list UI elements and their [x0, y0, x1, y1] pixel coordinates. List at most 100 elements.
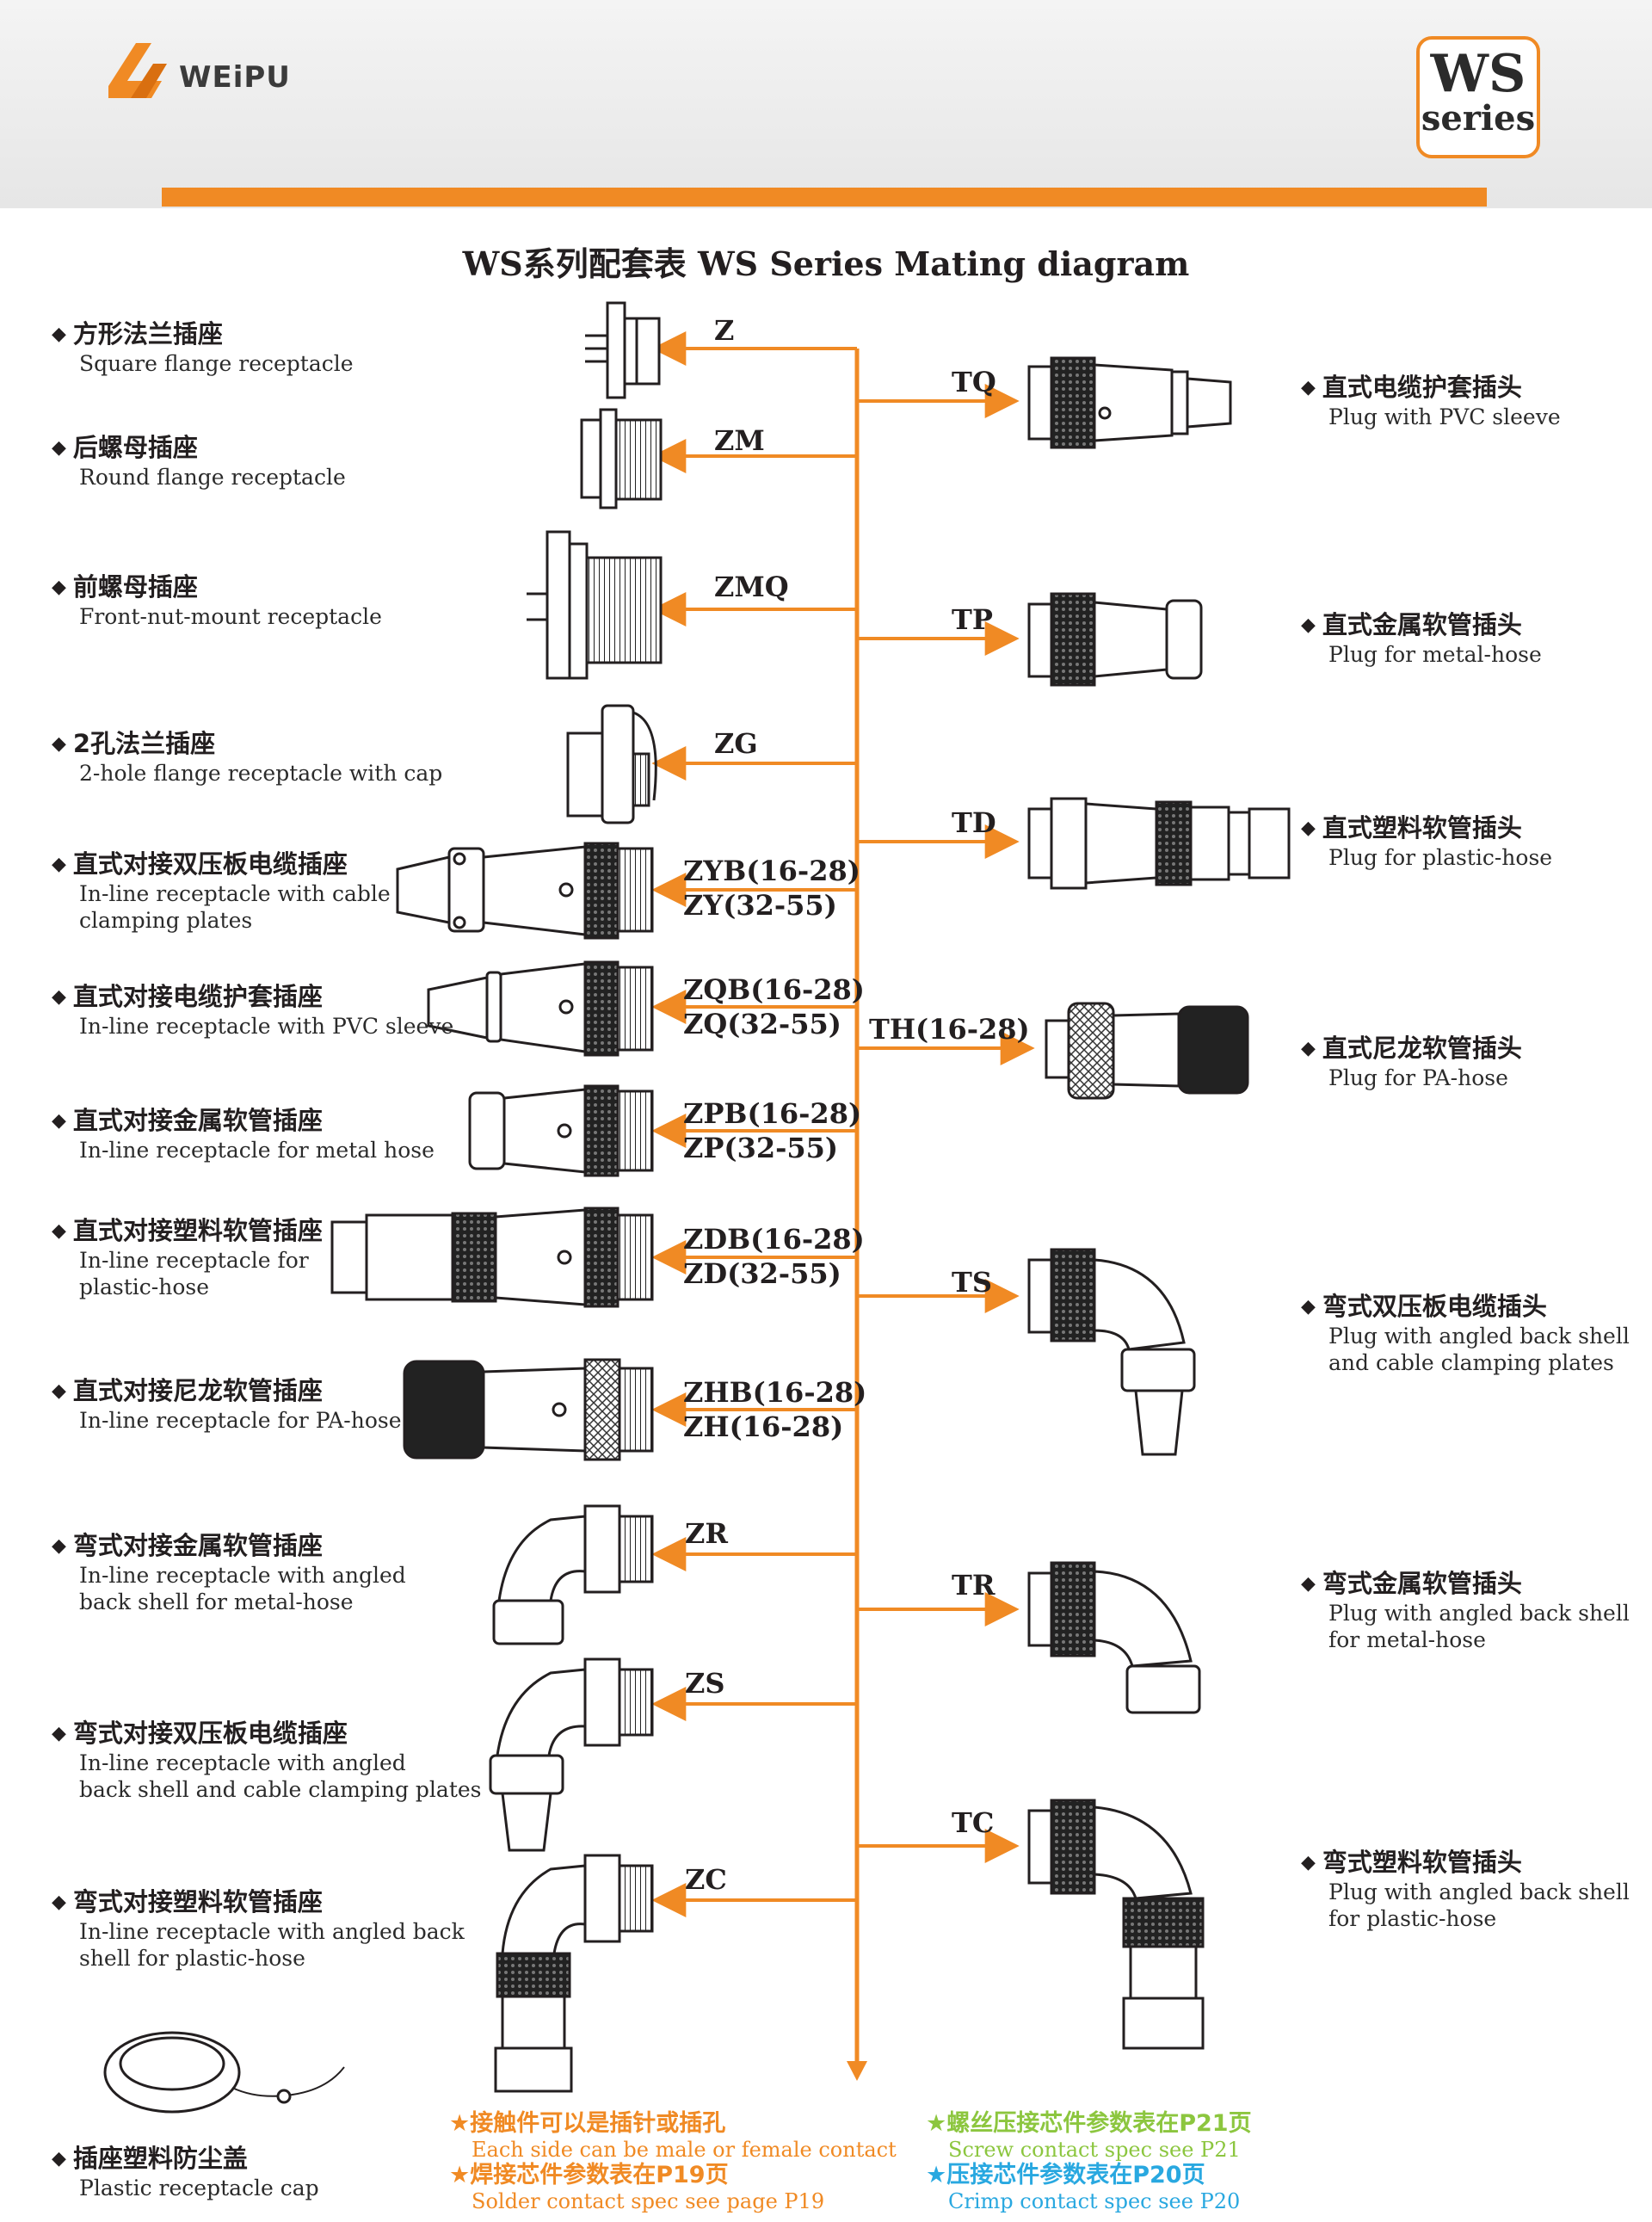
code-tp: TP [952, 603, 993, 636]
item-en: for plastic-hose [1328, 1906, 1497, 1931]
item-cn: 方形法兰插座 [72, 319, 223, 349]
item-en: plastic-hose [79, 1275, 210, 1299]
item-cn: 弯式对接双压板电缆插座 [72, 1719, 348, 1748]
brand-name: WEiPU [179, 60, 291, 95]
item-cn: 弯式金属软管插头 [1322, 1569, 1522, 1598]
code-tq: TQ [952, 366, 996, 398]
item-en: for metal-hose [1328, 1627, 1486, 1652]
item-en: 2-hole flange receptacle with cap [79, 761, 443, 786]
bullet-icon: ◆ [52, 324, 66, 345]
page-header [0, 0, 1652, 208]
bullet-icon: ◆ [52, 733, 66, 755]
tp-plug-drawing [1027, 592, 1203, 687]
bullet-icon: ◆ [52, 1220, 66, 1242]
item-en: shell for plastic-hose [79, 1946, 305, 1971]
weipu-logo-icon [108, 43, 167, 98]
item-en: Plug for metal-hose [1328, 642, 1542, 667]
right-item-tq: ◆直式电缆护套插头 Plug with PVC sleeve [1301, 372, 1561, 430]
item-cn: 弯式对接塑料软管插座 [72, 1887, 323, 1916]
zd-receptacle-drawing [330, 1207, 654, 1308]
bullet-icon: ◆ [1301, 1038, 1316, 1059]
item-en: In-line receptacle with PVC sleeve [79, 1014, 454, 1039]
brand-logo: WEiPU [102, 34, 290, 112]
note-screw-en: Screw contact spec see P21 [948, 2138, 1241, 2162]
left-item-z: ◆方形法兰插座 Square flange receptacle [52, 318, 354, 377]
item-en: Plug with angled back shell [1328, 1324, 1630, 1349]
item-en: In-line receptacle with cable [79, 881, 391, 906]
left-item-zh: ◆直式对接尼龙软管插座 In-line receptacle for PA-ho… [52, 1375, 402, 1434]
bullet-icon: ◆ [52, 1892, 66, 1913]
notes-right: ★螺丝压接芯件参数表在P21页 Screw contact spec see P… [926, 2110, 1252, 2213]
code-zp-large: ZP(32-55) [683, 1132, 839, 1164]
bullet-icon: ◆ [1301, 1573, 1316, 1595]
bullet-icon: ◆ [52, 1380, 66, 1402]
left-item-zm: ◆ 后螺母插座 Round flange receptacle [52, 432, 346, 491]
item-cn: 弯式塑料软管插头 [1322, 1848, 1522, 1877]
item-cn: 弯式双压板电缆插头 [1322, 1292, 1547, 1321]
left-item-zd: ◆直式对接塑料软管插座 In-line receptacle for plast… [52, 1215, 323, 1300]
zc-receptacle-drawing [494, 1854, 654, 2093]
item-cn: 直式尼龙软管插头 [1322, 1034, 1522, 1063]
right-item-tc: ◆弯式塑料软管插头 Plug with angled back shell fo… [1301, 1847, 1630, 1932]
zm-receptacle-drawing [580, 408, 663, 509]
code-zg: ZG [714, 727, 758, 760]
zs-receptacle-drawing [489, 1657, 654, 1852]
bullet-icon: ◆ [1301, 818, 1316, 839]
item-cn: 弯式对接金属软管插座 [72, 1531, 323, 1560]
item-en: and cable clamping plates [1328, 1350, 1614, 1375]
left-item-zc: ◆弯式对接塑料软管插座 In-line receptacle with angl… [52, 1886, 465, 1972]
item-cn: 直式塑料软管插头 [1322, 813, 1522, 843]
tq-plug-drawing [1027, 356, 1232, 449]
zq-receptacle-drawing [427, 960, 654, 1057]
item-en: Round flange receptacle [79, 465, 346, 490]
series-badge: WS series [1416, 36, 1540, 158]
item-cn: 直式对接双压板电缆插座 [72, 849, 348, 879]
note-solder-cn: ★焊接芯件参数表在P19页 [449, 2162, 729, 2188]
note-contact-cn: ★接触件可以是插针或插孔 [449, 2110, 726, 2137]
tc-plug-drawing [1027, 1799, 1205, 2050]
code-zq: ZQB(16-28) ZQ(32-55) [683, 972, 865, 1041]
left-item-cap: ◆ 插座塑料防尘盖 Plastic receptacle cap [52, 2143, 319, 2201]
right-item-tr: ◆弯式金属软管插头 Plug with angled back shell fo… [1301, 1568, 1630, 1653]
item-en: In-line receptacle for [79, 1248, 309, 1273]
item-cn: 插座塑料防尘盖 [72, 2144, 248, 2173]
code-zpb: ZPB(16-28) [683, 1097, 862, 1130]
code-zh: ZHB(16-28) ZH(16-28) [683, 1375, 866, 1444]
item-en: back shell for metal-hose [79, 1589, 354, 1614]
code-zy: ZYB(16-28) ZY(32-55) [683, 854, 860, 923]
item-cn: 前螺母插座 [72, 572, 198, 602]
code-ts: TS [952, 1266, 992, 1299]
code-zdb: ZDB(16-28) [683, 1223, 865, 1256]
bullet-icon: ◆ [52, 2148, 66, 2170]
item-cn: 后螺母插座 [72, 433, 198, 462]
note-crimp-en: Crimp contact spec see P20 [948, 2189, 1241, 2213]
code-z: Z [714, 314, 735, 347]
code-zp: ZPB(16-28) ZP(32-55) [683, 1096, 861, 1165]
code-th: TH(16-28) [869, 1013, 1030, 1046]
left-item-zp: ◆直式对接金属软管插座 In-line receptacle for metal… [52, 1105, 435, 1163]
trunk-arrowhead [847, 2061, 867, 2081]
item-en: Plug for plastic-hose [1328, 845, 1553, 870]
item-en: In-line receptacle with angled [79, 1750, 406, 1775]
bullet-icon: ◆ [52, 986, 66, 1008]
item-en: clamping plates [79, 908, 253, 933]
left-item-zmq: ◆前螺母插座 Front-nut-mount receptacle [52, 571, 382, 630]
code-zc: ZC [685, 1863, 727, 1896]
code-zd-large: ZD(32-55) [683, 1257, 841, 1290]
zmq-receptacle-drawing [527, 530, 663, 680]
bullet-icon: ◆ [1301, 1852, 1316, 1873]
dust-cap-drawing [103, 2031, 345, 2114]
note-solder-en: Solder contact spec see page P19 [472, 2189, 825, 2213]
item-en: Plastic receptacle cap [79, 2176, 319, 2200]
item-en: back shell and cable clamping plates [79, 1777, 482, 1802]
item-cn: 直式金属软管插头 [1322, 610, 1522, 639]
code-zqb: ZQB(16-28) [683, 973, 865, 1006]
item-cn: 直式电缆护套插头 [1322, 373, 1522, 402]
item-en: In-line receptacle with angled [79, 1563, 406, 1588]
right-item-tp: ◆直式金属软管插头 Plug for metal-hose [1301, 609, 1542, 668]
zr-receptacle-drawing [492, 1504, 654, 1645]
left-item-zy: ◆直式对接双压板电缆插座 In-line receptacle with cab… [52, 849, 391, 934]
item-en: In-line receptacle for PA-hose [79, 1408, 402, 1433]
left-item-zq: ◆直式对接电缆护套插座 In-line receptacle with PVC … [52, 981, 453, 1040]
bullet-icon: ◆ [52, 437, 66, 459]
